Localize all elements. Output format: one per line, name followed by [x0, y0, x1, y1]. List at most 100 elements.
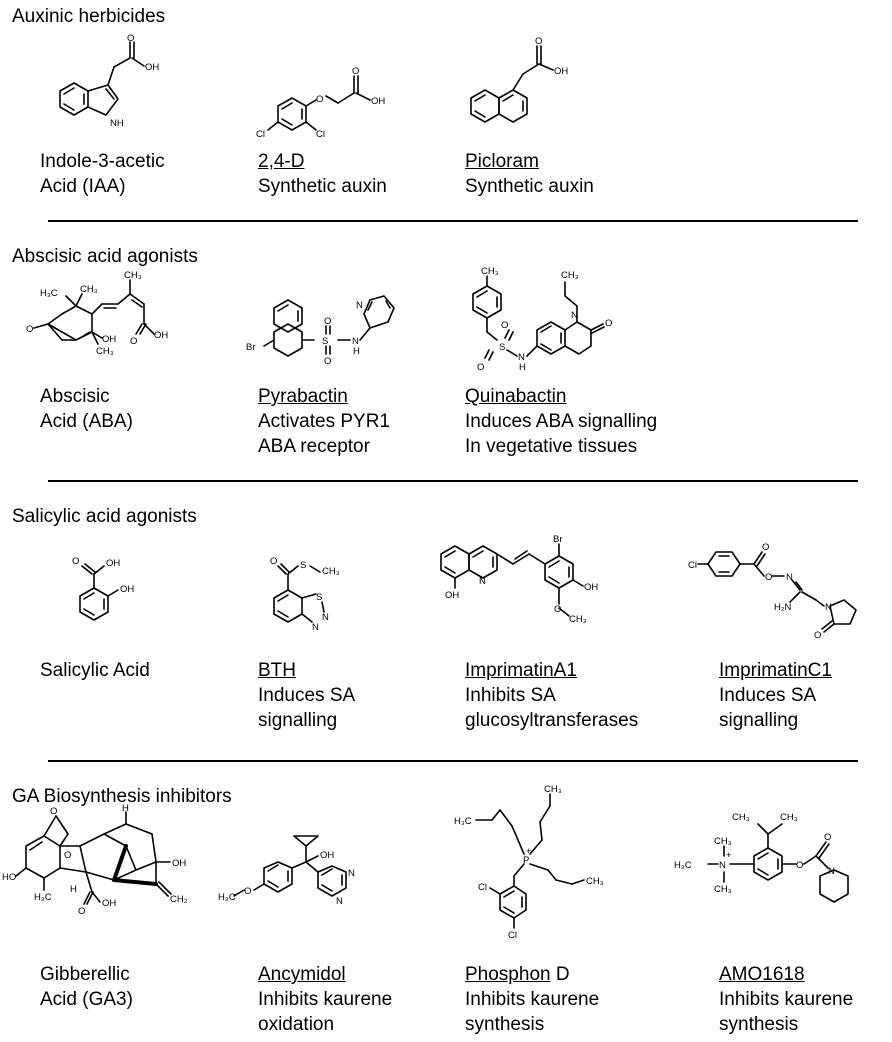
structure-ga3: O O H HO OH H₃C H O OH CH₂ — [2, 803, 188, 917]
atom-label: S — [499, 342, 505, 353]
compound-description: oxidation — [258, 1014, 335, 1035]
atom-label: H₃C — [454, 816, 472, 827]
atom-label: O — [72, 556, 79, 567]
atom-label: CH₃ — [732, 812, 750, 823]
atom-label: O — [824, 832, 831, 843]
section-title: Abscisic acid agonists — [12, 246, 198, 267]
compound-name: Phosphon — [465, 964, 551, 985]
structure-phosphon-d: CH₃ H₃C P + CH₃ Cl Cl — [454, 784, 604, 941]
compound-description: Induces SA — [258, 685, 356, 706]
atom-label: + — [526, 846, 532, 857]
compound-name: Gibberellic — [40, 964, 130, 985]
compound-name: Picloram — [465, 151, 539, 172]
compound-description: signalling — [719, 710, 799, 731]
atom-label: O — [244, 886, 251, 897]
atom-label: N — [348, 868, 355, 879]
atom-label: H — [353, 346, 360, 357]
atom-label: OH — [320, 850, 334, 861]
structure-picloram: O OH — [470, 36, 568, 123]
atom-label: CH₃ — [714, 836, 732, 847]
atom-label: H₃C — [40, 288, 58, 299]
atom-label: N — [336, 896, 343, 907]
atom-label: N — [518, 352, 525, 363]
atom-label: S — [316, 592, 322, 603]
atom-label: O — [535, 36, 542, 47]
atom-label: N — [786, 572, 793, 583]
compound-name: Ancymidol — [258, 964, 346, 985]
atom-label: H — [122, 803, 129, 814]
structure-quinabactin: CH₃ CH₃ O O S N H N O — [472, 266, 612, 373]
atom-label: H — [519, 362, 526, 373]
atom-label: CH₃ — [96, 346, 114, 357]
section-divider — [48, 760, 858, 762]
compound-description: synthesis — [719, 1014, 799, 1035]
compound-description: Synthetic auxin — [258, 176, 387, 197]
atom-label: OH — [120, 584, 134, 595]
atom-label: CH₃ — [561, 270, 579, 281]
compound-name: BTH — [258, 660, 296, 681]
atom-label: O — [554, 604, 561, 615]
section-abscisic-acid-agonists: Abscisic acid agonists H₃C CH₃ CH₃ OH O … — [0, 240, 892, 482]
compound-name-row: Phosphon D — [465, 962, 599, 987]
atom-label: OH — [102, 334, 116, 345]
atom-label: OH — [371, 96, 385, 107]
atom-label: H₃C — [34, 892, 52, 903]
compound-name: 2,4-D — [258, 151, 305, 172]
compound-description: signalling — [258, 710, 338, 731]
compound-name: AMO1618 — [719, 964, 805, 985]
atom-label: OH — [102, 898, 116, 909]
atom-label: OH — [172, 858, 186, 869]
compound-description: Induces SA — [719, 685, 817, 706]
compound-description: Inhibits SA — [465, 685, 556, 706]
atom-label: O — [765, 572, 772, 583]
structure-imprimatin-c1: Cl O O N H₂N N O — [688, 542, 857, 641]
atom-label: O — [78, 906, 85, 917]
section-salicylic-acid-agonists: Salicylic acid agonists O OH OH Salicyli… — [0, 500, 892, 762]
section-divider — [48, 220, 858, 222]
atom-label: O — [64, 850, 71, 861]
compound-name: Abscisic — [40, 386, 110, 407]
atom-label: OH — [584, 582, 598, 593]
compound-description: Acid (ABA) — [40, 411, 133, 432]
compound-description: Induces ABA signalling — [465, 411, 658, 432]
atom-label: CH₃ — [80, 284, 98, 295]
compound-caption: Salicylic Acid — [40, 658, 150, 683]
atom-label: OH — [154, 330, 168, 341]
structure-imprimatin-a1: N OH Br OH O CH₃ — [440, 534, 598, 625]
atom-label: O — [324, 316, 331, 327]
atom-label: OH — [445, 590, 459, 601]
atom-label: H — [70, 884, 77, 895]
atom-label: CH₃ — [544, 784, 562, 795]
compound-name: ImprimatinA1 — [465, 660, 577, 681]
atom-label: CH₃ — [586, 876, 604, 887]
atom-label: H₃C — [674, 860, 692, 871]
atom-label: O — [270, 556, 277, 567]
atom-label: CH₃ — [481, 266, 499, 277]
compound-name: Quinabactin — [465, 386, 567, 407]
atom-label: + — [726, 850, 732, 861]
atom-label: O — [605, 318, 612, 329]
atom-label: N — [571, 310, 578, 321]
structure-amo1618: CH₃ CH₃ CH₃ H₃C N + CH₃ O O N — [674, 812, 849, 903]
atom-label: N — [828, 866, 835, 877]
atom-label: O — [501, 320, 508, 331]
atom-label: CH₃ — [322, 566, 340, 577]
atom-label: CH₃ — [569, 614, 587, 625]
atom-label: O — [50, 806, 57, 817]
atom-label: CH₃ — [714, 884, 732, 895]
atom-label: Cl — [316, 129, 325, 140]
atom-label: N — [322, 612, 329, 623]
atom-label: N — [719, 860, 726, 871]
compound-description: Activates PYR1 — [258, 411, 390, 432]
atom-label: Br — [553, 534, 563, 545]
atom-label: N — [479, 576, 486, 587]
compound-description: glucosyltransferases — [465, 710, 639, 731]
compound-caption: Pyrabactin Activates PYR1 ABA receptor — [258, 384, 390, 459]
atom-label: H₃C — [218, 892, 236, 903]
compound-description: In vegetative tissues — [465, 436, 638, 457]
compound-caption: Quinabactin Induces ABA signalling In ve… — [465, 384, 657, 459]
atom-label: CH₃ — [780, 812, 798, 823]
structure-ancymidol: OH H₃C O N N — [218, 835, 355, 907]
compound-description: Acid (GA3) — [40, 989, 133, 1010]
compound-caption: ImprimatinC1 Induces SA signalling — [719, 658, 832, 733]
